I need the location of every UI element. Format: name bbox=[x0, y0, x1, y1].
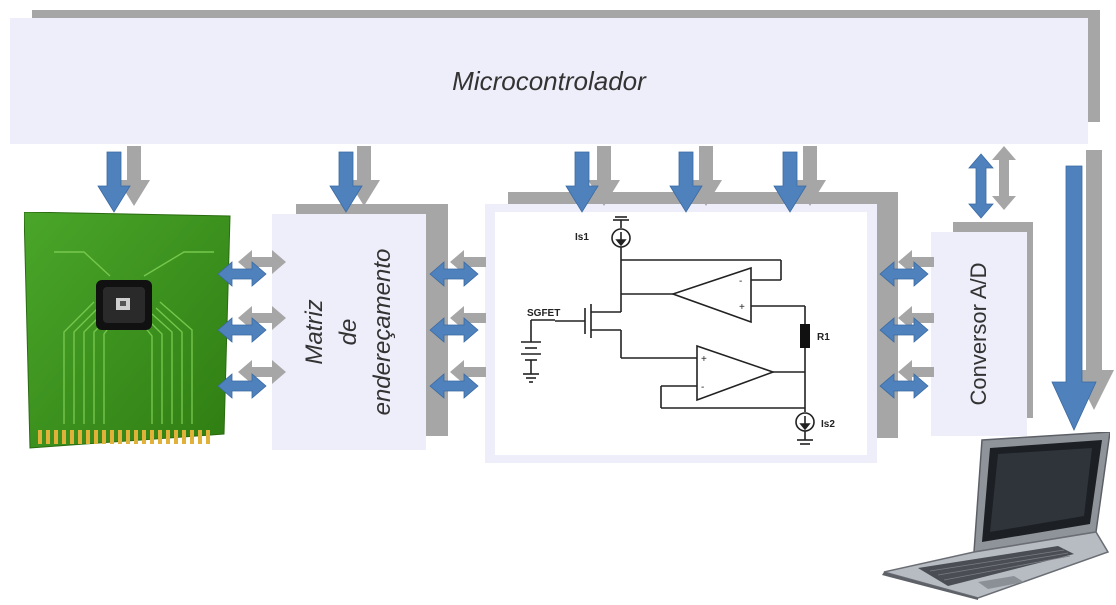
arrow-circuit-adc-3 bbox=[880, 374, 928, 398]
arrow-mc-adc bbox=[969, 154, 993, 218]
arrow-matrix-circuit-3 bbox=[430, 374, 478, 398]
arrow-board-matrix-3 bbox=[218, 374, 266, 398]
